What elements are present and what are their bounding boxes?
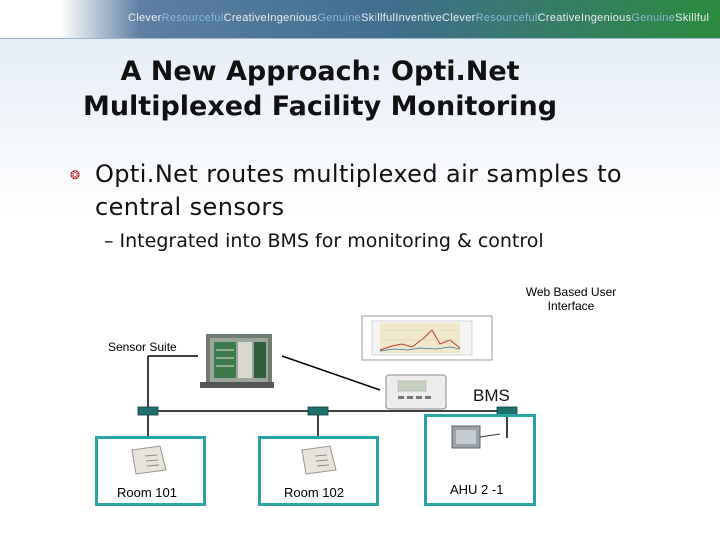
banner-word: Ingenious	[580, 12, 632, 24]
banner-word: Sk	[361, 12, 375, 24]
room-sensor-icon	[131, 445, 167, 475]
banner-word: Skillful	[675, 12, 710, 24]
banner-word: ive	[566, 12, 581, 24]
banner-tagline: CleverResourcefulCreativeIngeniousGenuin…	[128, 12, 709, 24]
banner-word: Creative	[223, 12, 267, 24]
banner-word: Genuine	[631, 12, 676, 24]
bullet-text: Opti.Net routes multiplexed air samples …	[95, 160, 622, 221]
room-102-label: Room 102	[284, 485, 344, 500]
room-sensor-icon	[301, 445, 337, 475]
banner-divider	[0, 38, 720, 39]
slide-title: A New Approach: Opti.Net Multiplexed Fac…	[60, 54, 580, 124]
web-ui-label: Web Based User Interface	[500, 285, 642, 313]
room-101-label: Room 101	[117, 485, 177, 500]
room-102-box	[258, 436, 379, 506]
header-banner: CleverResourcefulCreativeIngeniousGenuin…	[0, 0, 720, 38]
web-chart-icon	[361, 315, 493, 361]
web-ui-label-line-1: Web Based User	[525, 285, 617, 299]
banner-word: Clever	[128, 12, 162, 24]
banner-word: Genuine	[317, 12, 362, 24]
sub-bullet-text: – Integrated into BMS for monitoring & c…	[104, 230, 544, 252]
banner-word: Clever	[442, 12, 476, 24]
bullet-icon: ❂	[70, 168, 81, 182]
sensor-suite-label: Sensor Suite	[108, 340, 177, 354]
sensor-suite-rack-icon	[200, 334, 274, 388]
ahu-label: AHU 2 -1	[450, 482, 504, 497]
slide-title-line-2: Multiplexed Facility Monitoring	[82, 91, 558, 122]
bms-thermostat-icon	[385, 374, 447, 410]
ahu-unit-icon	[451, 425, 501, 449]
banner-word: Inventive	[395, 12, 443, 24]
banner-word: Creat	[537, 12, 567, 24]
slide-title-line-1: A New Approach: Opti.Net	[120, 56, 520, 87]
bms-label: BMS	[473, 386, 510, 405]
banner-word: Resourceful	[475, 12, 538, 24]
banner-word: Ingenious	[266, 12, 318, 24]
ahu-box	[424, 414, 536, 506]
banner-word: Resourceful	[161, 12, 224, 24]
room-101-box	[95, 436, 206, 506]
web-ui-label-line-2: Interface	[547, 299, 595, 313]
banner-word: llful	[377, 12, 396, 24]
banner-word: i	[374, 12, 378, 24]
